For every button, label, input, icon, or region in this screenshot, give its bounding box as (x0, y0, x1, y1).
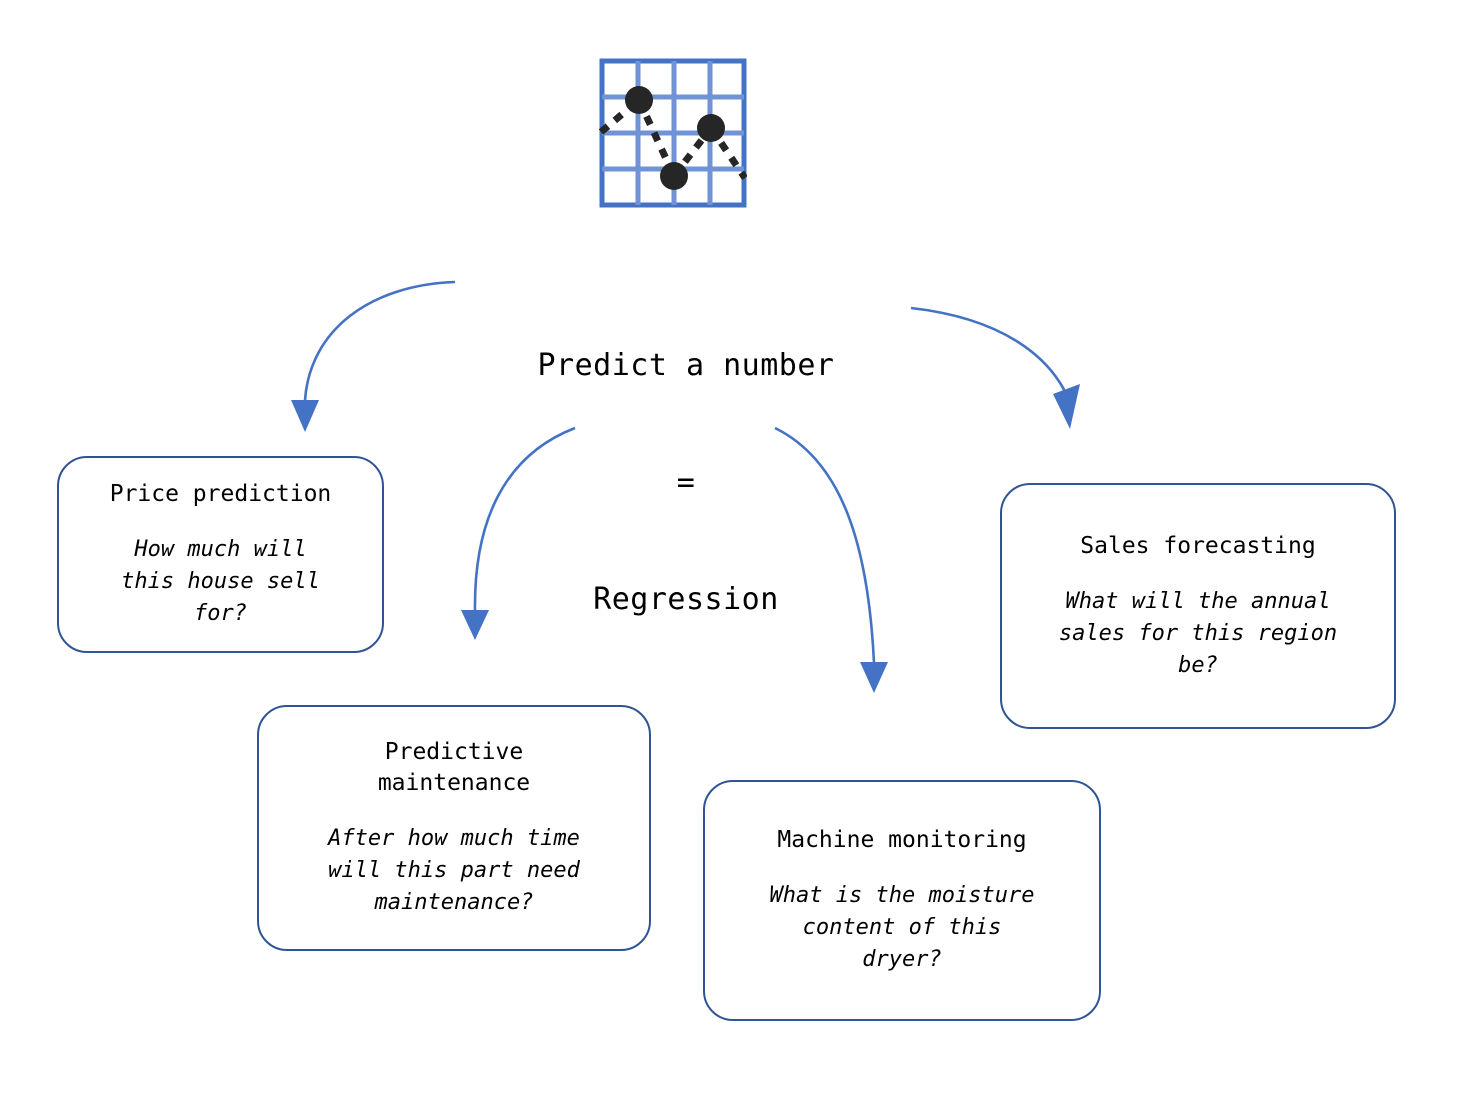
arrowhead-sales-forecasting (1053, 384, 1080, 429)
box-question: How much will this house sell for? (121, 537, 320, 626)
central-concept-label: Predict a number = Regression (436, 268, 936, 697)
example-box-sales-forecasting[interactable]: Sales forecasting What will the annual s… (1000, 483, 1396, 729)
box-question: What is the moisture content of this dry… (769, 883, 1035, 972)
box-title: Predictive maintenance (377, 739, 531, 796)
central-title-line-1: Predict a number (537, 348, 835, 383)
box-title: Price prediction (109, 481, 332, 507)
arrowhead-price-prediction (291, 400, 319, 432)
central-title-line-3: Regression (593, 582, 779, 617)
central-title-line-2: = (676, 465, 696, 500)
box-title: Machine monitoring (777, 827, 1027, 853)
arrow-to-price-prediction (303, 280, 456, 401)
example-box-machine-monitoring[interactable]: Machine monitoring What is the moisture … (703, 780, 1101, 1021)
box-question: After how much time will this part need … (328, 826, 580, 915)
example-box-predictive-maintenance[interactable]: Predictive maintenance After how much ti… (257, 705, 651, 951)
box-title: Sales forecasting (1080, 532, 1316, 559)
box-question: What will the annual sales for this regi… (1058, 588, 1338, 678)
regression-scatter-grid-icon (598, 58, 748, 208)
example-box-price-prediction[interactable]: Price prediction How much will this hous… (57, 456, 384, 653)
